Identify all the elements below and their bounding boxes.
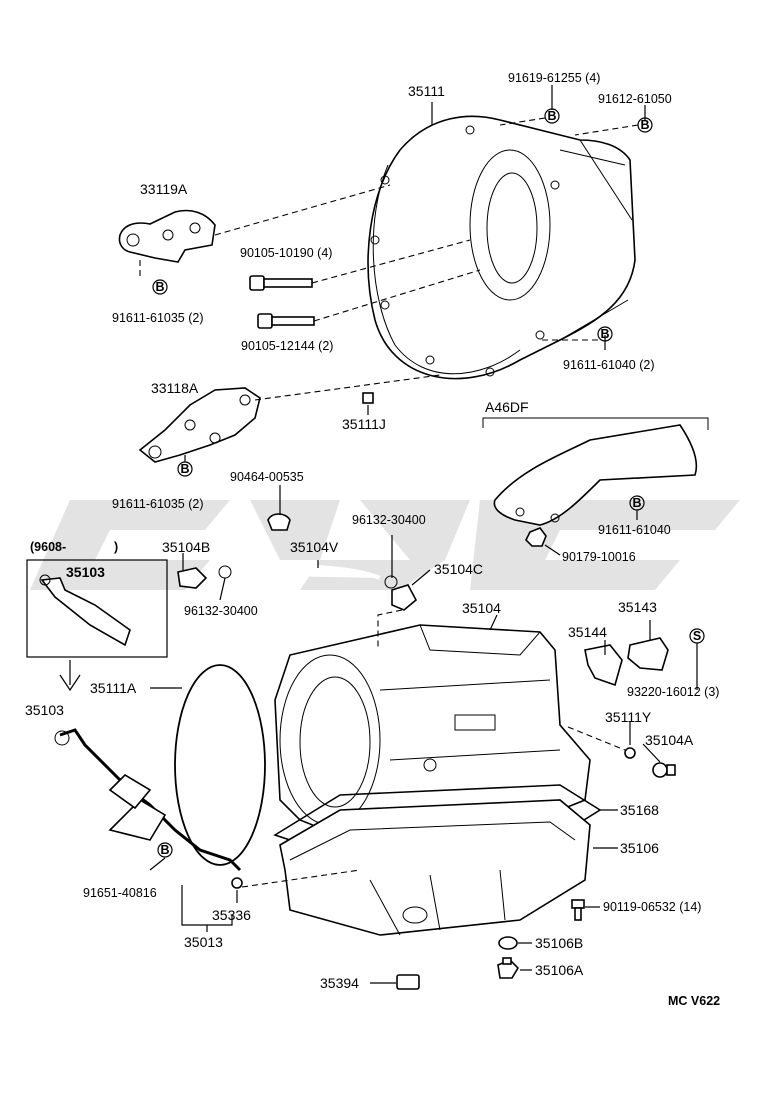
bracket-33118a bbox=[138, 387, 261, 463]
oring-35336 bbox=[231, 877, 243, 889]
marker-b-1: B bbox=[547, 109, 556, 123]
arrow-down-icon bbox=[59, 660, 81, 692]
label-90105-12144: 90105-12144 (2) bbox=[241, 339, 333, 353]
label-35106: 35106 bbox=[620, 840, 659, 856]
label-9608: (9608- bbox=[30, 540, 66, 554]
label-33118a: 33118A bbox=[151, 380, 199, 396]
label-93220-16012: 93220-16012 (3) bbox=[627, 685, 719, 699]
label-35111: 35111 bbox=[408, 83, 445, 99]
label-91611-61040-b: 91611-61040 bbox=[598, 523, 671, 537]
label-91651-40816: 91651-40816 bbox=[83, 886, 157, 900]
marker-b-icons bbox=[152, 108, 653, 858]
label-35104c: 35104C bbox=[434, 561, 483, 577]
gasket-35111a bbox=[174, 664, 266, 866]
label-35106a: 35106A bbox=[535, 962, 584, 978]
label-35111y: 35111Y bbox=[605, 709, 652, 725]
bell-housing bbox=[367, 115, 636, 380]
marker-b-5: B bbox=[180, 462, 189, 476]
label-35111j: 35111J bbox=[342, 416, 386, 432]
label-a46df: A46DF bbox=[485, 399, 529, 415]
inset-box bbox=[26, 559, 168, 658]
magnet-35394 bbox=[396, 974, 420, 990]
oil-pan-35106 bbox=[279, 799, 591, 936]
fitting-35104b bbox=[177, 565, 232, 589]
label-35104v: 35104V bbox=[290, 539, 339, 555]
label-35104a: 35104A bbox=[645, 732, 694, 748]
label-35144: 35144 bbox=[568, 624, 607, 640]
plate-35144 bbox=[584, 644, 623, 687]
oring-35111y bbox=[624, 747, 636, 759]
label-35336: 35336 bbox=[212, 907, 251, 923]
label-91611-61035-b: 91611-61035 (2) bbox=[112, 497, 204, 511]
label-9608-close: ) bbox=[114, 540, 118, 554]
pin-35111j bbox=[362, 392, 374, 404]
marker-s: S bbox=[693, 629, 701, 643]
gasket-35106b bbox=[498, 936, 518, 950]
leader-lines bbox=[139, 85, 698, 984]
label-90179-10016: 90179-10016 bbox=[562, 550, 636, 564]
label-91619-61255: 91619-61255 (4) bbox=[508, 71, 600, 85]
label-35104: 35104 bbox=[462, 600, 501, 616]
label-91611-61035-a: 91611-61035 (2) bbox=[112, 311, 204, 325]
fitting-35104c bbox=[384, 575, 418, 611]
plate-35143 bbox=[627, 637, 669, 671]
label-35394: 35394 bbox=[320, 975, 359, 991]
footer-code: MC V622 bbox=[668, 994, 720, 1008]
drain-plug-35106a bbox=[497, 957, 520, 979]
nut-90179 bbox=[525, 527, 547, 547]
label-90464-00535: 90464-00535 bbox=[230, 470, 304, 484]
clip-90464 bbox=[267, 513, 291, 531]
label-96132-30400-b: 96132-30400 bbox=[184, 604, 258, 618]
plug-35104a bbox=[652, 762, 676, 778]
marker-b-7: B bbox=[160, 843, 169, 857]
label-35104b: 35104B bbox=[162, 539, 210, 555]
label-33119a: 33119A bbox=[140, 181, 188, 197]
label-35013: 35013 bbox=[184, 934, 223, 950]
marker-s-icon bbox=[689, 628, 705, 644]
label-35168: 35168 bbox=[620, 802, 659, 818]
label-35106b: 35106B bbox=[535, 935, 583, 951]
label-35111a: 35111A bbox=[90, 680, 137, 696]
label-91612-61050: 91612-61050 bbox=[598, 92, 672, 106]
marker-b-2: B bbox=[640, 118, 649, 132]
marker-b-4: B bbox=[600, 327, 609, 341]
label-35103-inset: 35103 bbox=[66, 564, 105, 580]
label-35143: 35143 bbox=[618, 599, 657, 615]
label-35103: 35103 bbox=[25, 702, 64, 718]
label-91611-61040-a: 91611-61040 (2) bbox=[563, 358, 655, 372]
marker-b-6: B bbox=[632, 496, 641, 510]
label-90105-10190: 90105-10190 (4) bbox=[240, 246, 332, 260]
label-96132-30400-a: 96132-30400 bbox=[352, 513, 426, 527]
a46df-subview bbox=[482, 417, 709, 526]
bracket-33119a bbox=[118, 209, 216, 263]
bolt-90105-12144 bbox=[257, 313, 315, 329]
bolt-90105-10190 bbox=[249, 275, 313, 291]
label-90119-06532: 90119-06532 (14) bbox=[603, 900, 701, 914]
marker-b-3: B bbox=[155, 280, 164, 294]
filler-tube-35013 bbox=[54, 728, 242, 872]
bolt-90119 bbox=[571, 899, 585, 921]
